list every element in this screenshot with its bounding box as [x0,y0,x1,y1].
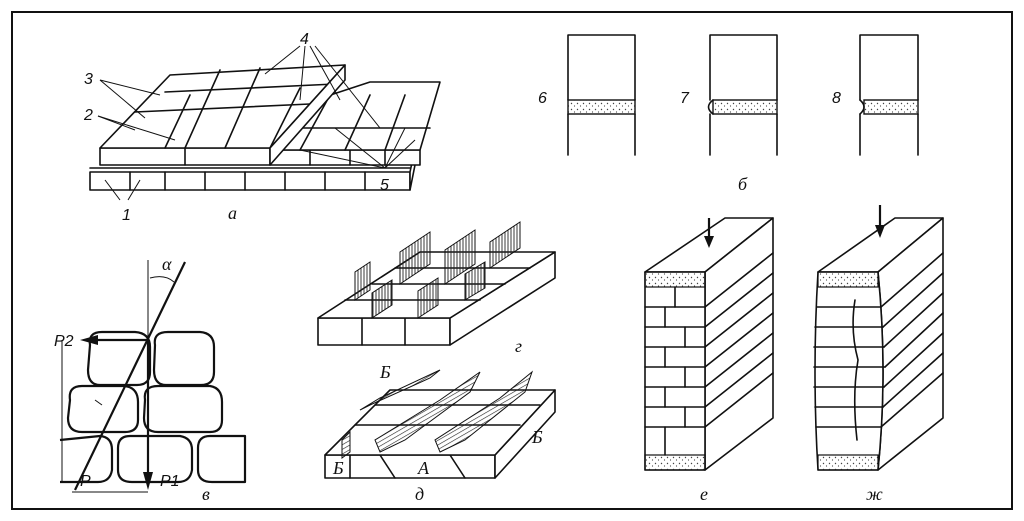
pillar-zh-courses [813,252,944,441]
panel-label-a: а [228,203,237,223]
panel-g: г [317,221,556,356]
callout-1: 1 [122,207,131,224]
mark-b-left: Б [332,458,344,478]
panel-label-e: е [700,484,708,504]
stone-blocks [59,330,247,484]
label-p2: P2 [54,333,74,350]
force-line-p [74,261,186,491]
panel-b: 6 7 8 б [538,34,919,194]
panel-a: 1 2 3 4 5 а [83,31,441,224]
pillar-e-courses [644,252,774,456]
callout-3: 3 [84,71,93,88]
panel-label-g: г [515,336,522,356]
callout-4: 4 [300,31,309,48]
panel-label-v: в [202,484,210,504]
panel-zh: ж [813,205,944,504]
figure-frame [11,11,1013,510]
angle-alpha: α [162,254,172,274]
panel-d: Б Б Б А д [324,362,556,504]
mark-b-right: Б [531,427,543,447]
callout-6: 6 [538,90,547,107]
panel-label-b: б [738,174,748,194]
label-p1: P1 [160,473,180,490]
panel-v: α P2 P1 P в [54,254,247,504]
joint-concave [859,34,919,156]
label-p: P [80,473,91,490]
mark-b-top: Б [379,362,391,382]
top-course [99,64,346,166]
callout-2: 2 [83,107,93,124]
panel-label-zh: ж [866,484,883,504]
callout-5: 5 [380,177,389,194]
callout-leaders [97,45,416,201]
joint-flush [567,34,636,156]
joint-convex [707,34,778,156]
mark-a: А [417,458,430,478]
panel-label-d: д [415,484,424,504]
panel-e: е [644,217,774,504]
callout-7: 7 [680,90,690,107]
callout-8: 8 [832,90,841,107]
